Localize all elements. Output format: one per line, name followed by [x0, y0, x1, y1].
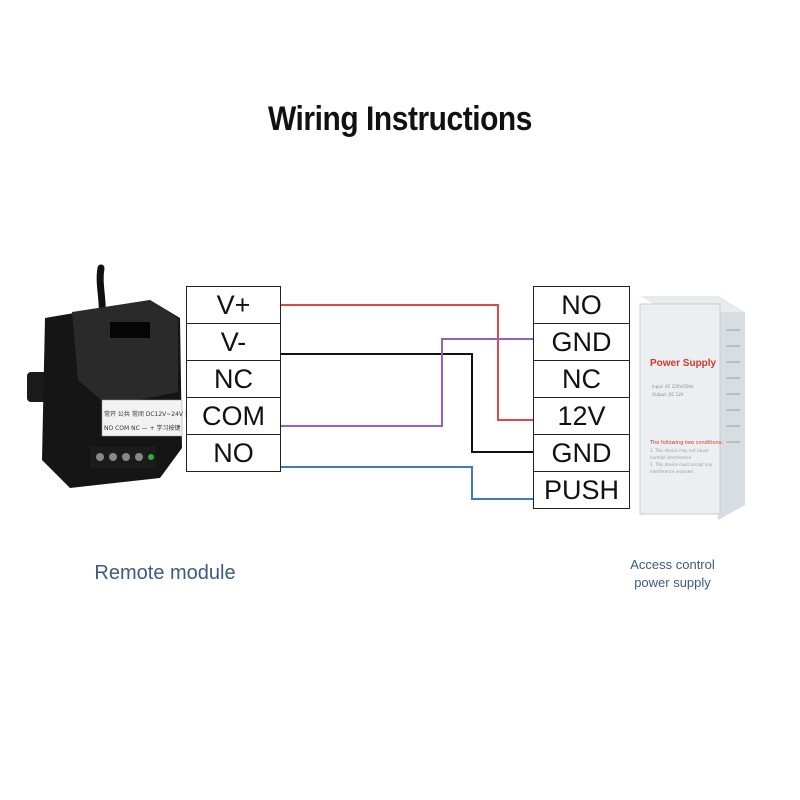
terminal-nc: NC	[533, 360, 630, 398]
psu-spec-line: Output: DC 12V	[652, 392, 684, 397]
terminal-vplus: V+	[186, 286, 281, 324]
terminal-gnd: GND	[533, 323, 630, 361]
terminal-com: COM	[186, 397, 281, 435]
indicator-window	[110, 322, 150, 338]
terminal-12v: 12V	[533, 397, 630, 435]
psu-front-face	[639, 303, 721, 515]
psu-notice-line: 1. This device may not cause	[650, 448, 709, 453]
wire-com-gnd	[280, 338, 533, 427]
module-top-face	[72, 300, 178, 406]
power-supply-device: Power Supply Input: AC 220V/50Hz Output:…	[639, 296, 745, 520]
led	[148, 454, 154, 460]
psu-terminal-table: NO GND NC 12V GND PUSH	[533, 286, 630, 509]
psu-notice-line: The following two conditions:	[649, 440, 723, 446]
psu-notice-line: harmful interference	[650, 455, 692, 460]
terminal-no: NO	[186, 434, 281, 472]
remote-module-caption: Remote module	[94, 562, 236, 584]
psu-notice-line: interference received	[650, 469, 693, 474]
screw	[135, 453, 143, 461]
psu-brand-label: Power Supply	[650, 358, 717, 369]
diagram-title: Wiring Instructions	[268, 100, 532, 138]
screw	[122, 453, 130, 461]
wires	[280, 304, 533, 500]
psu-caption-line1: Access control	[630, 557, 715, 572]
terminal-push: PUSH	[533, 471, 630, 509]
wire-vminus-gnd	[280, 353, 533, 453]
terminal-vminus: V-	[186, 323, 281, 361]
terminal-nc: NC	[186, 360, 281, 398]
psu-vents	[726, 329, 740, 443]
module-label-plate	[101, 399, 183, 437]
module-label-bottom: NO COM NC — + 学习按键	[104, 424, 181, 432]
psu-side-face	[718, 296, 745, 520]
wire-no-push	[280, 466, 533, 500]
screw	[109, 453, 117, 461]
remote-module-device: 常开 公共 常闭 DC12V~24V 遥控 NO COM NC — + 学习按键	[27, 264, 197, 488]
remote-terminal-table: V+ V- NC COM NO	[186, 286, 281, 472]
terminal-gnd: GND	[533, 434, 630, 472]
psu-notice-line: 2. This device must accept any	[650, 462, 713, 467]
module-label-top: 常开 公共 常闭 DC12V~24V 遥控	[104, 410, 197, 418]
psu-caption: Access control power supply	[600, 556, 745, 592]
psu-spec-line: Input: AC 220V/50Hz	[652, 384, 694, 389]
psu-caption-line2: power supply	[634, 575, 711, 590]
wire-vplus-12v	[280, 304, 533, 421]
terminal-no: NO	[533, 286, 630, 324]
screw	[96, 453, 104, 461]
